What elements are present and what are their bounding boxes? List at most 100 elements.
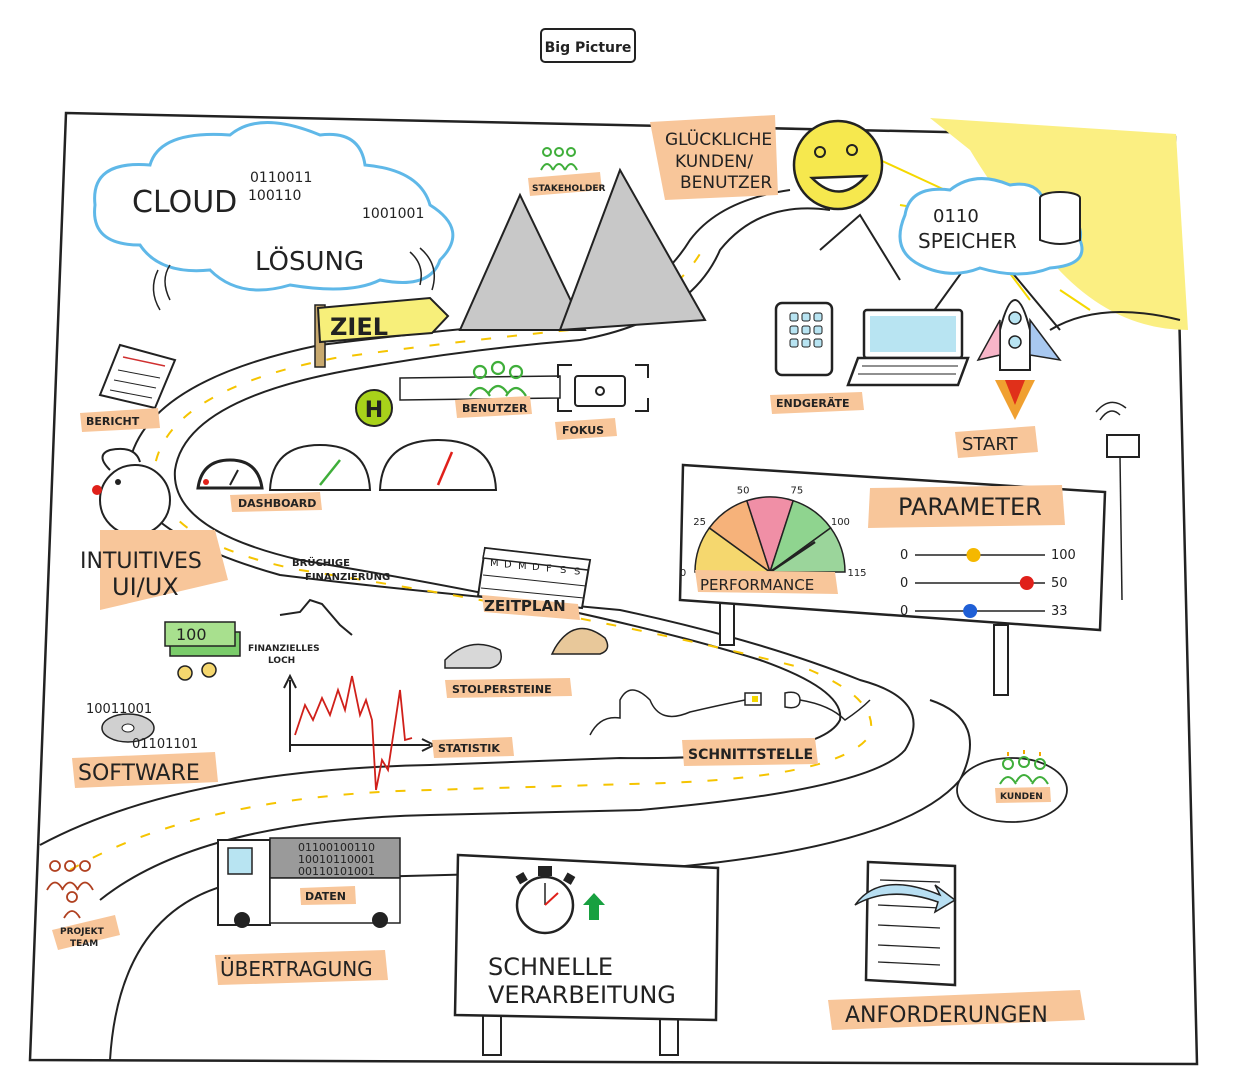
storage-label: SPEICHER xyxy=(918,229,1017,253)
truck-bits-2: 10010110001 xyxy=(298,853,375,866)
database-icon xyxy=(1039,191,1081,245)
rocket-icon: START xyxy=(955,299,1062,458)
map-frame xyxy=(28,111,1199,1066)
software-bits-2: 01101101 xyxy=(132,737,198,752)
happy-line-1: GLÜCKLICHE xyxy=(665,128,772,150)
stumbling-stones: STOLPERSTEINE xyxy=(444,627,609,698)
interface-label: SCHNITTSTELLE xyxy=(688,747,813,763)
financial-hole-label-2: LOCH xyxy=(268,656,295,666)
performance-gauge: 0 25 50 75 100 115 xyxy=(680,485,867,579)
users-label: BENUTZER xyxy=(462,402,528,415)
financial-hole-label-1: FINANZIELLES xyxy=(248,644,320,654)
fragile-label-2: FINANZIERUNG xyxy=(305,572,390,583)
focus-label: FOKUS xyxy=(562,424,604,437)
software-disc: 10011001 01101101 SOFTWARE xyxy=(72,702,218,788)
statistics-label: STATISTIK xyxy=(438,742,500,755)
requirements-label: ANFORDERUNGEN xyxy=(845,1003,1048,1028)
gauge-1 xyxy=(196,458,264,490)
cloud-bits-2: 100110 xyxy=(248,188,301,204)
calendar-day: S xyxy=(574,566,580,577)
calendar-day: S xyxy=(560,565,566,576)
slider-min: 0 xyxy=(900,576,908,591)
project-team: PROJEKT TEAM xyxy=(46,860,120,950)
fast-processing-label-2: VERARBEITUNG xyxy=(488,981,676,1009)
stakeholder-group: STAKEHOLDER xyxy=(528,147,606,196)
schedule-label: ZEITPLAN xyxy=(484,597,566,615)
gauge-tick: 100 xyxy=(831,517,850,528)
stopwatch-icon xyxy=(515,866,576,935)
performance-label: PERFORMANCE xyxy=(700,576,814,594)
cloud: CLOUD LÖSUNG 0110011 100110 1001001 xyxy=(93,121,455,311)
project-label-1: PROJEKT xyxy=(60,927,105,937)
calendar-day: M xyxy=(518,561,527,572)
calendar-day: D xyxy=(532,562,540,573)
gauge-tick: 115 xyxy=(847,568,866,579)
slider-knob[interactable] xyxy=(966,548,981,562)
money-value: 100 xyxy=(176,625,207,644)
storage-cloud: 0110 SPEICHER xyxy=(898,177,1084,276)
gauge-tick: 0 xyxy=(680,568,686,579)
laptop-icon xyxy=(846,308,970,387)
report-document: BERICHT xyxy=(80,343,177,432)
transfer-label: ÜBERTRAGUNG xyxy=(220,957,373,981)
gauge-tick: 25 xyxy=(693,517,706,528)
start-label: START xyxy=(962,434,1019,455)
smiley-face xyxy=(792,119,884,211)
slider-max: 50 xyxy=(1051,576,1068,591)
slider-min: 0 xyxy=(900,548,908,563)
ui-face: INTUITIVES UI/UX xyxy=(80,447,228,610)
gauge-tick: 75 xyxy=(791,485,804,496)
interface-cable: SCHNITTSTELLE xyxy=(589,689,871,766)
truck-bits-3: 00110101001 xyxy=(298,865,375,878)
truck-bits-1: 01100100110 xyxy=(298,841,375,854)
data-truck: 01100100110 10010110001 00110101001 DATE… xyxy=(215,837,401,985)
mountains xyxy=(458,167,1181,332)
arrow-up-icon xyxy=(583,893,605,920)
dashboard-gauges: DASHBOARD xyxy=(196,438,498,512)
cloud-bits-3: 1001001 xyxy=(362,206,424,222)
goal-sign: ZIEL xyxy=(314,296,450,368)
slider-knob[interactable] xyxy=(963,604,978,618)
happy-line-3: BENUTZER xyxy=(680,173,772,193)
software-bits-1: 10011001 xyxy=(86,702,152,717)
parameter-slider[interactable]: 0 50 xyxy=(900,576,1068,591)
focus-icon: FOKUS xyxy=(555,364,649,440)
requirements-document: ANFORDERUNGEN xyxy=(828,860,1085,1030)
devices: ENDGERÄTE xyxy=(770,301,970,414)
hotel-sign: H xyxy=(355,389,393,427)
calendar-day: F xyxy=(546,564,552,575)
dashboard-label: DASHBOARD xyxy=(238,497,316,510)
happy-customers-note: GLÜCKLICHE KUNDEN/ BENUTZER xyxy=(650,115,778,200)
ui-label-line-1: INTUITIVES xyxy=(80,549,202,574)
hotel-letter: H xyxy=(365,398,383,423)
cloud-title: CLOUD xyxy=(132,185,237,220)
gauge-2 xyxy=(268,443,372,491)
stones-label: STOLPERSTEINE xyxy=(452,683,552,696)
page-title: Big Picture xyxy=(545,40,632,56)
happy-line-2: KUNDEN/ xyxy=(675,152,753,172)
slider-max: 33 xyxy=(1051,604,1068,619)
customers-group: KUNDEN xyxy=(956,750,1068,823)
devices-label: ENDGERÄTE xyxy=(776,396,850,410)
fast-processing-label-1: SCHNELLE xyxy=(488,953,613,981)
fragile-label-1: BRÜCHIGE xyxy=(292,555,350,569)
project-label-2: TEAM xyxy=(70,939,98,949)
customers-label: KUNDEN xyxy=(1000,792,1043,802)
statistics-chart: STATISTIK xyxy=(283,673,514,791)
gauge-needle xyxy=(769,540,816,574)
money-stack: 100 FINANZIELLES LOCH xyxy=(164,621,320,681)
gauge-tick: 50 xyxy=(737,485,750,496)
slider-knob[interactable] xyxy=(1019,576,1034,590)
parameter-slider[interactable]: 0 100 xyxy=(900,548,1076,563)
signal-tower xyxy=(1095,401,1140,601)
fragile-financing: BRÜCHIGE FINANZIERUNG xyxy=(279,555,390,636)
slider-max: 100 xyxy=(1051,548,1076,563)
report-label: BERICHT xyxy=(86,415,140,428)
cloud-bits-1: 0110011 xyxy=(250,170,312,186)
